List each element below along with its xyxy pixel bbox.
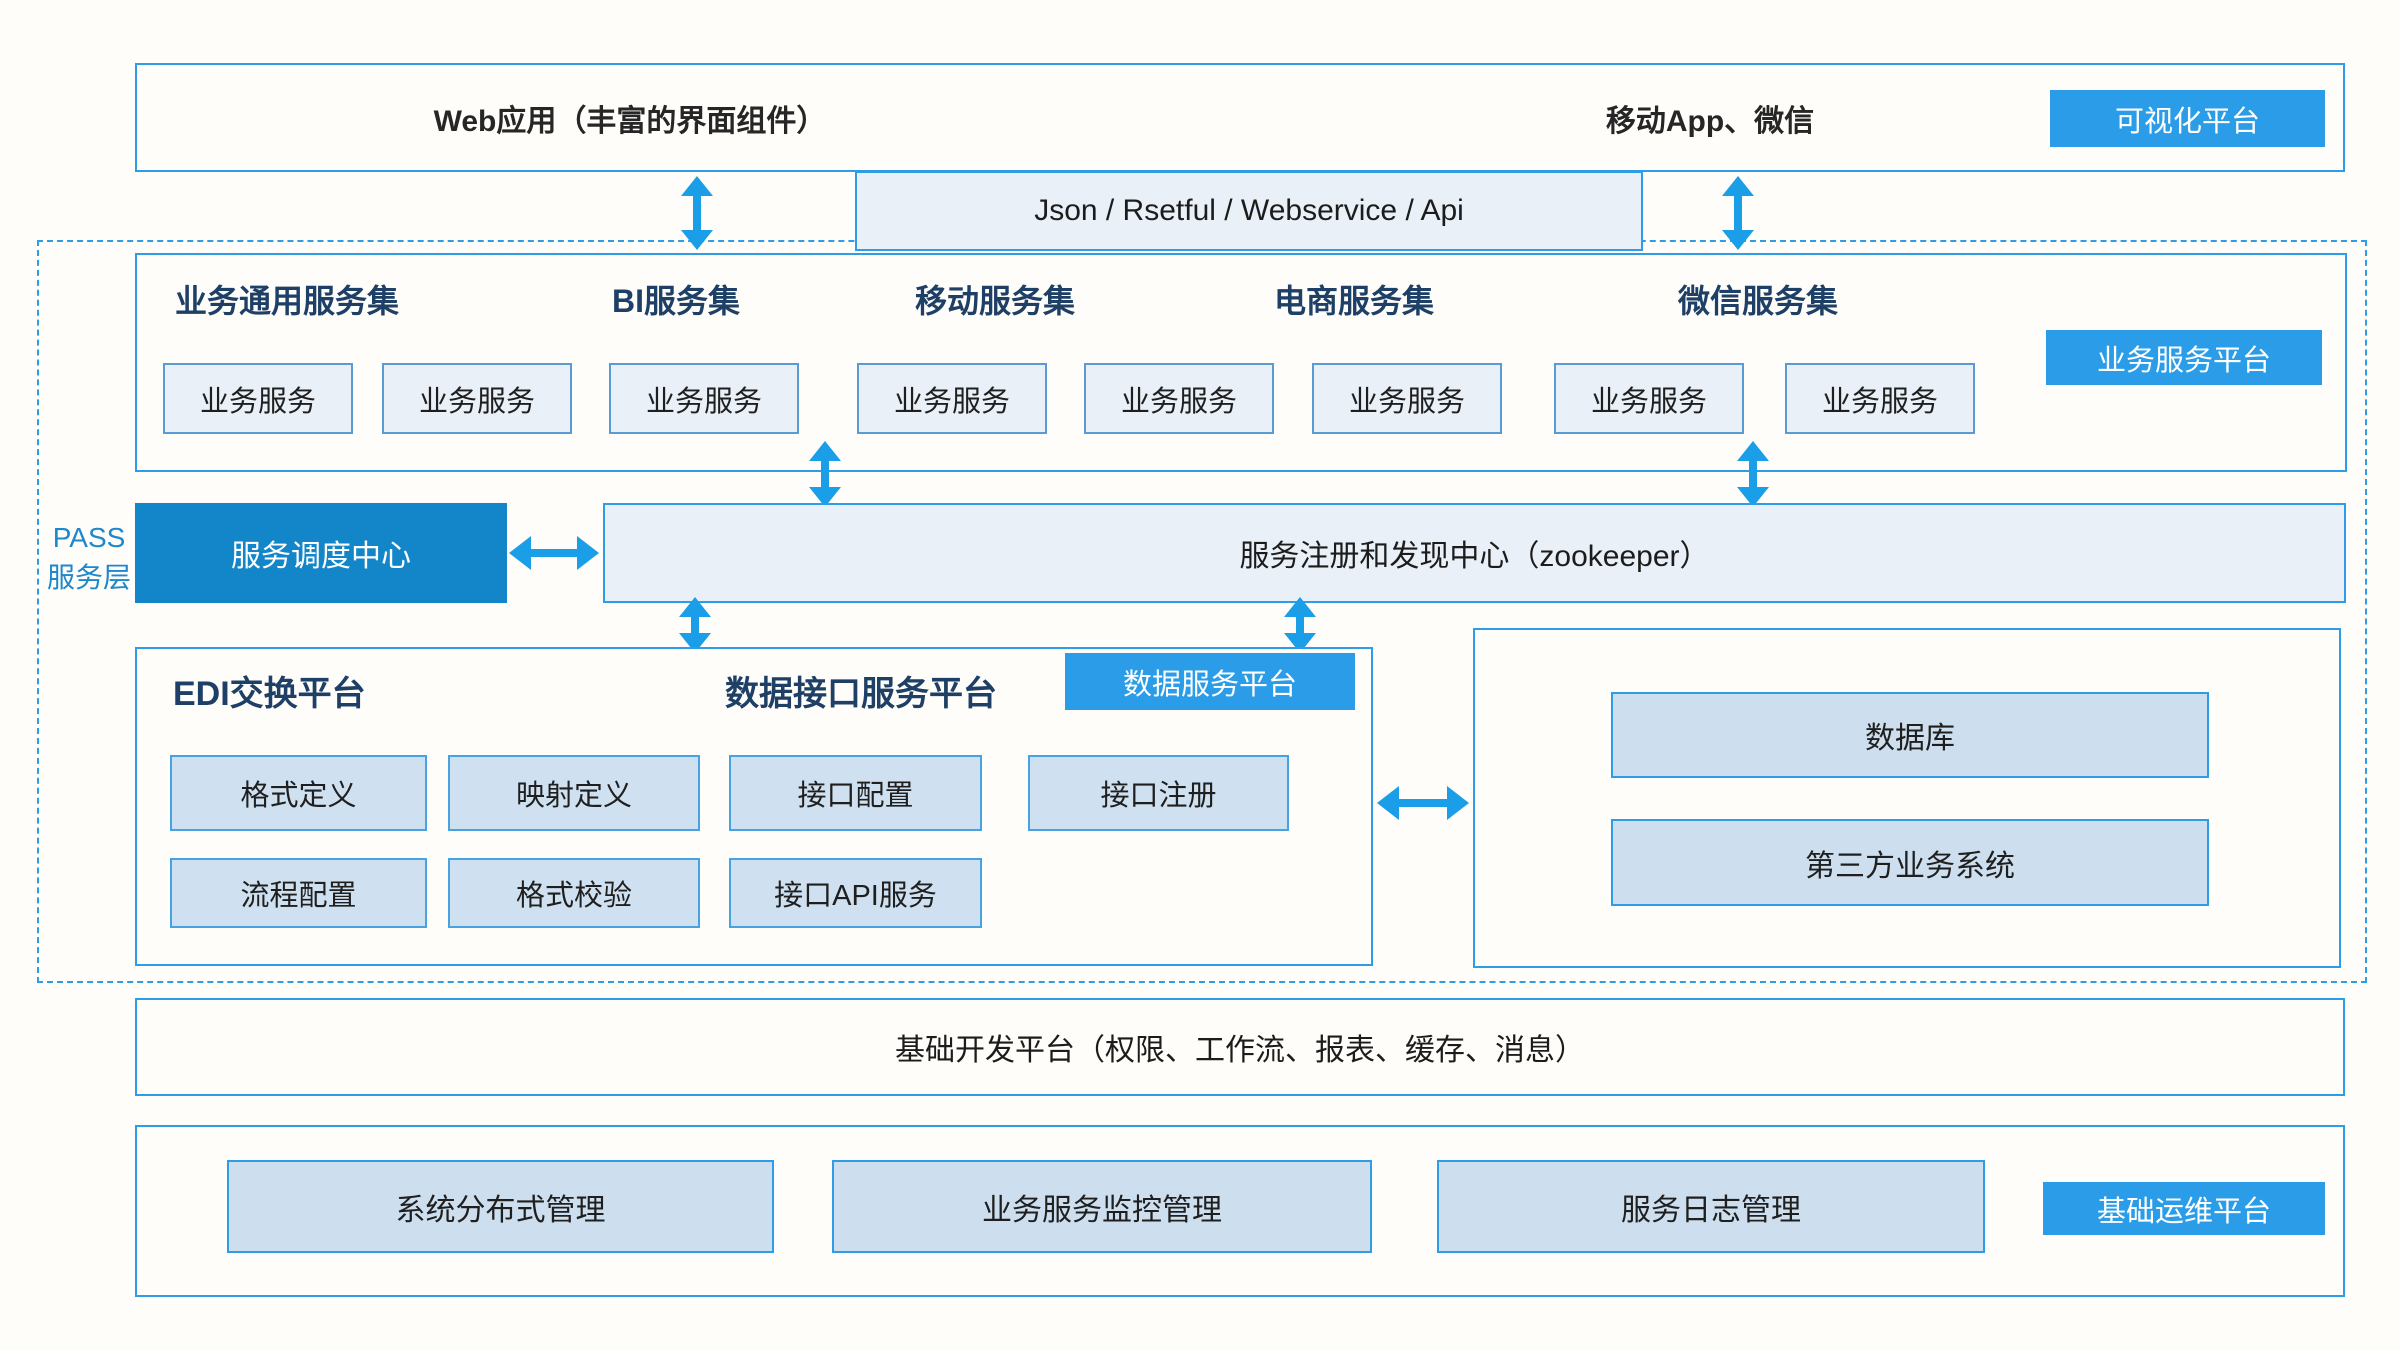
edi-feature-box: 格式校验 — [448, 858, 700, 928]
double-arrow-web-api-icon — [681, 176, 713, 250]
ops-feature-box: 服务日志管理 — [1437, 1160, 1985, 1253]
pass-layer-label-line2: 服务层 — [46, 562, 131, 593]
database-box: 数据库 — [1611, 692, 2209, 778]
service-group-title: BI服务集 — [611, 283, 741, 319]
api-bar: Json / Rsetful / Webservice / Api — [855, 171, 1643, 251]
service-box: 业务服务 — [1312, 363, 1502, 434]
dispatch-center-box: 服务调度中心 — [135, 503, 507, 603]
edi-feature-box: 格式定义 — [170, 755, 427, 831]
double-arrow-registry-data-left-icon — [679, 597, 711, 653]
service-box: 业务服务 — [1785, 363, 1975, 434]
edi-feature-box: 接口配置 — [729, 755, 982, 831]
visualization-platform-badge: 可视化平台 — [2050, 90, 2325, 147]
business-service-platform-badge: 业务服务平台 — [2046, 330, 2322, 385]
external-systems-box — [1473, 628, 2341, 968]
service-box: 业务服务 — [163, 363, 353, 434]
mobile-app-label: 移动App、微信 — [1605, 104, 1815, 138]
service-box: 业务服务 — [382, 363, 572, 434]
double-arrow-platform-registry-right-icon — [1737, 441, 1769, 507]
data-interface-platform-title: 数据接口服务平台 — [725, 674, 997, 713]
double-arrow-dispatch-registry-icon — [509, 536, 599, 570]
service-group-title: 微信服务集 — [1677, 283, 1839, 319]
ops-platform-badge: 基础运维平台 — [2043, 1182, 2325, 1235]
edi-feature-box: 接口API服务 — [729, 858, 982, 928]
service-group-title: 电商服务集 — [1273, 283, 1435, 319]
edi-feature-box: 接口注册 — [1028, 755, 1289, 831]
edi-feature-box: 映射定义 — [448, 755, 700, 831]
third-party-system-box: 第三方业务系统 — [1611, 819, 2209, 906]
business-service-platform-box — [135, 253, 2347, 472]
double-arrow-mobile-api-icon — [1722, 176, 1754, 250]
service-box: 业务服务 — [1084, 363, 1274, 434]
base-dev-platform-bar: 基础开发平台（权限、工作流、报表、缓存、消息） — [135, 998, 2345, 1096]
service-box: 业务服务 — [1554, 363, 1744, 434]
pass-layer-label: PASS 服务层 — [24, 518, 154, 598]
edi-platform-title: EDI交换平台 — [173, 674, 366, 713]
service-box: 业务服务 — [857, 363, 1047, 434]
web-app-label: Web应用（丰富的界面组件） — [433, 104, 827, 138]
service-group-title: 业务通用服务集 — [174, 283, 400, 319]
service-box: 业务服务 — [609, 363, 799, 434]
ops-feature-box: 系统分布式管理 — [227, 1160, 774, 1253]
double-arrow-registry-data-right-icon — [1284, 597, 1316, 653]
edi-feature-box: 流程配置 — [170, 858, 427, 928]
data-service-platform-badge: 数据服务平台 — [1065, 653, 1355, 710]
pass-layer-label-line1: PASS — [52, 522, 126, 553]
service-group-title: 移动服务集 — [914, 283, 1076, 319]
double-arrow-platform-registry-left-icon — [809, 441, 841, 507]
double-arrow-data-external-icon — [1377, 786, 1469, 820]
ops-feature-box: 业务服务监控管理 — [832, 1160, 1372, 1253]
registry-center-bar: 服务注册和发现中心（zookeeper） — [603, 503, 2346, 603]
